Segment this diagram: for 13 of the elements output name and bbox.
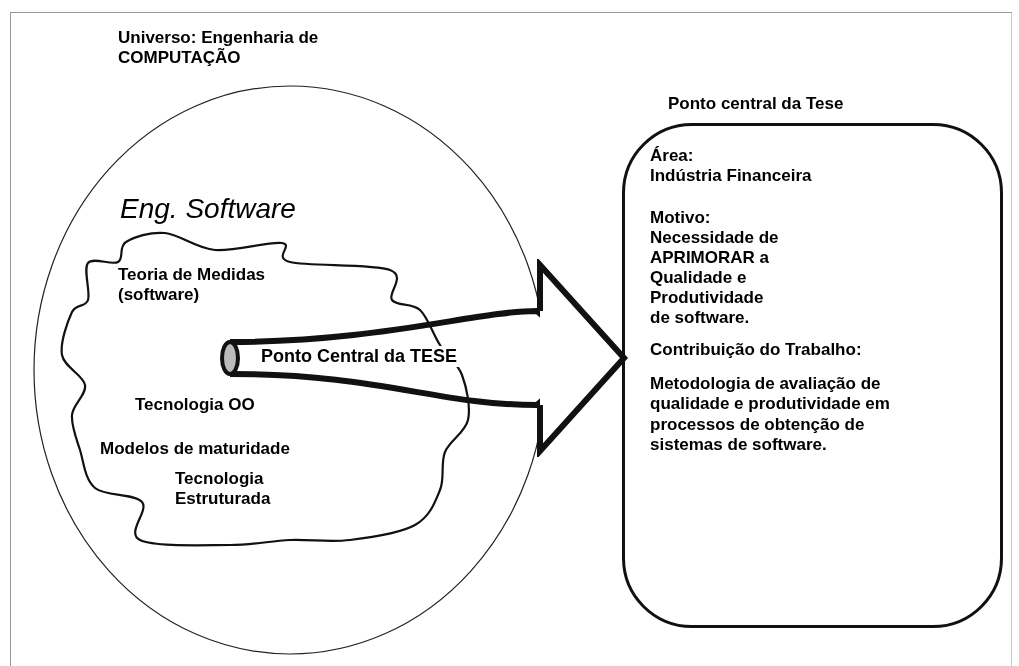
box-text: Motivo: [650,208,711,229]
box-text: Metodologia de avaliação de qualidade e produtividade em processos de obtenção de sistemas de software. [650,374,891,455]
box-text: Contribuição do Trabalho: [650,340,862,361]
cloud-text: Tecnologia OO [135,395,256,416]
box-text: Necessidade de APRIMORAR a Qualidade e Produtividade de software. [650,228,780,329]
box-text: Área: [650,146,694,167]
cloud-text: Teoria de Medidas (software) [118,265,267,306]
box-heading: Ponto central da Tese [668,94,844,115]
cloud-text: Modelos de maturidade [100,439,291,460]
universe-heading: Universo: Engenharia de COMPUTAÇÃO [118,28,320,69]
box-text: Indústria Financeira [650,166,812,187]
cloud-text: Tecnologia Estruturada [175,469,272,510]
area-heading: Eng. Software [120,192,297,226]
